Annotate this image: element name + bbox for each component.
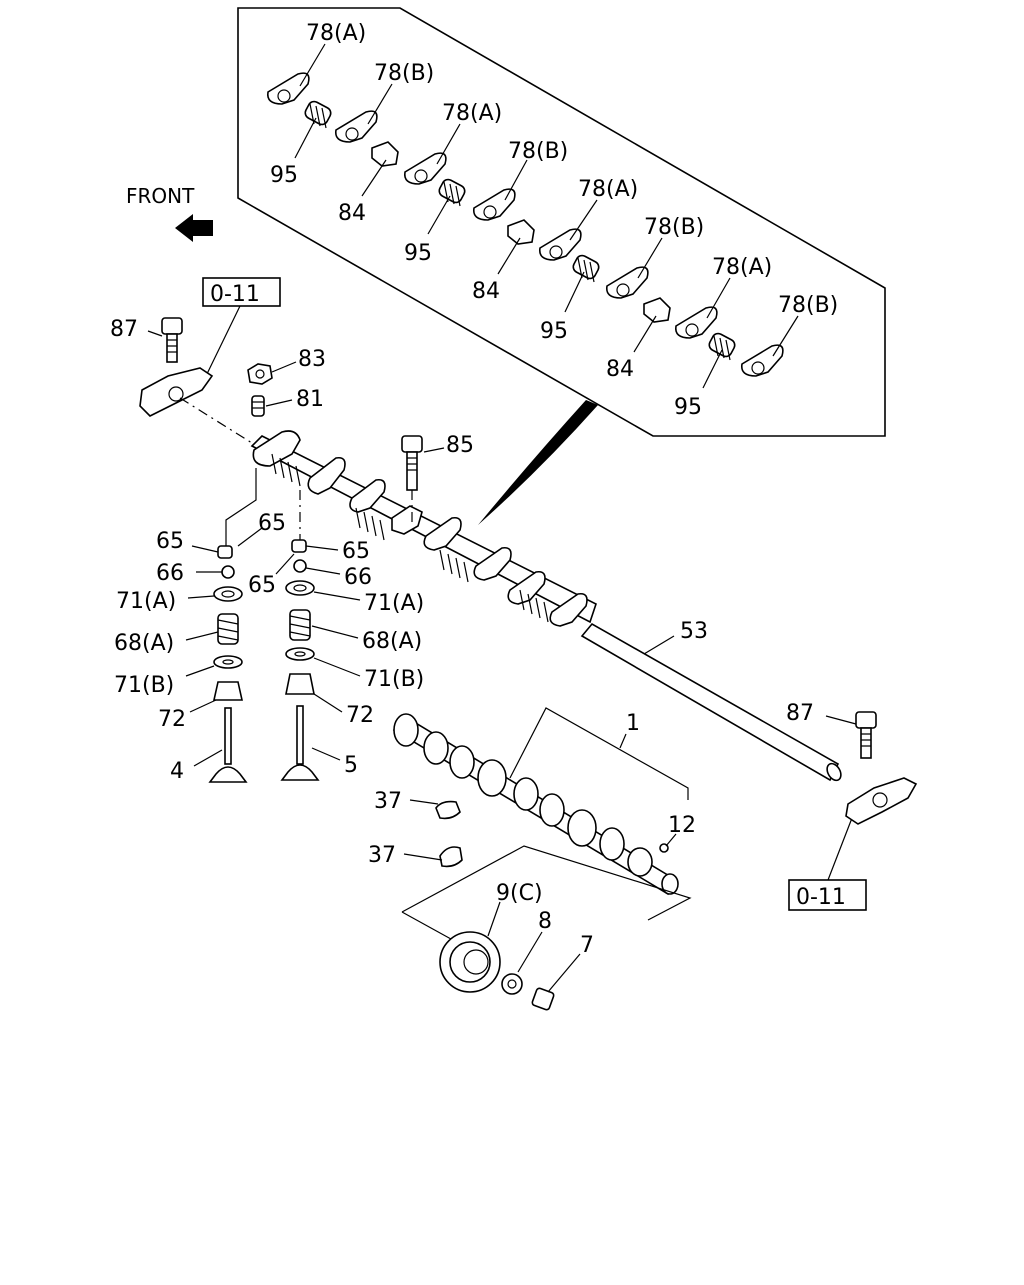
valve-seat-71b [285, 647, 315, 661]
valve-5-label: 5 [344, 753, 358, 778]
rocker-spring [708, 332, 736, 361]
rocker-bracket [507, 219, 535, 245]
front-label: FRONT [126, 184, 195, 208]
valve-collet-66 [293, 559, 307, 573]
valve-cap-65 [217, 545, 233, 559]
bearing-37-bottom-label: 37 [368, 843, 396, 868]
reference-box-label: 0-11 [796, 885, 846, 910]
bolt-85 [401, 435, 423, 491]
bearing-37-top-label: 37 [374, 789, 402, 814]
valve-cap-65 [291, 539, 307, 553]
rocker-shaft-assembly [250, 430, 597, 627]
rocker-arm [334, 110, 378, 143]
bolt-7-label: 7 [580, 933, 594, 958]
nut-83 [247, 363, 273, 385]
rocker-arm-label: 78(B) [644, 215, 704, 240]
valve-4 [208, 707, 248, 783]
left-spring-68a-label: 68(A) [114, 631, 174, 656]
bolt-87-right-label: 87 [786, 701, 814, 726]
valve-seat-71b [213, 655, 243, 669]
right-seat-71b-label: 71(B) [364, 667, 424, 692]
valve-spring-68a [217, 613, 239, 645]
nut-83-label: 83 [298, 347, 326, 372]
gear-9c [439, 931, 501, 993]
inset-leaders [294, 43, 799, 389]
rocker-arm-label: 78(B) [778, 293, 838, 318]
valve-seal-72 [285, 673, 315, 695]
rocker-bracket-label: 84 [606, 357, 634, 382]
left-cap-65-label: 65 [156, 529, 184, 554]
right-cap-65-label: 65 [342, 539, 370, 564]
top-cap-65-label: 65 [258, 511, 286, 536]
rocker-arm-label: 78(A) [712, 255, 772, 280]
left-seat-71b-label: 71(B) [114, 673, 174, 698]
right-collet-66-label: 66 [344, 565, 372, 590]
shaft-53-label: 53 [680, 619, 708, 644]
reference-box-label: 0-11 [210, 282, 260, 307]
reference-box: 0-11 [202, 277, 281, 307]
washer-8 [501, 973, 523, 995]
rocker-arm-label: 78(B) [374, 61, 434, 86]
screw-81 [251, 395, 265, 417]
shaft-53 [580, 622, 842, 782]
screw-81-label: 81 [296, 387, 324, 412]
rocker-spring-label: 95 [674, 395, 702, 420]
shaft-bracket-right [845, 777, 918, 825]
right-retainer-71a-label: 71(A) [364, 591, 424, 616]
rocker-arm [605, 266, 649, 299]
rocker-arm [740, 344, 784, 377]
rocker-bracket [643, 297, 671, 323]
pin-12-label: 12 [668, 813, 696, 838]
rocker-spring [304, 100, 332, 129]
left-retainer-71a-label: 71(A) [116, 589, 176, 614]
bolt-85-label: 85 [446, 433, 474, 458]
rocker-arm [472, 188, 516, 221]
valve-5 [280, 705, 320, 781]
rocker-arm [403, 152, 447, 185]
camshaft-1-label: 1 [626, 711, 640, 736]
left-collet-66-label: 66 [156, 561, 184, 586]
rocker-bracket-label: 84 [338, 201, 366, 226]
camshaft-1 [392, 713, 679, 896]
rocker-bracket-label: 84 [472, 279, 500, 304]
valve-spring-68a [289, 609, 311, 641]
washer-8-label: 8 [538, 909, 552, 934]
right-cap-65b-label: 65 [248, 573, 276, 598]
bolt-87-right [855, 711, 877, 759]
bearing-37 [435, 800, 461, 820]
rocker-spring-label: 95 [270, 163, 298, 188]
rocker-arm [266, 72, 310, 105]
rocker-arm [538, 228, 582, 261]
gear-9c-label: 9(C) [496, 881, 543, 906]
rocker-arm-label: 78(A) [578, 177, 638, 202]
bolt-7 [531, 987, 555, 1011]
bolt-87-left-label: 87 [110, 317, 138, 342]
rocker-spring-label: 95 [404, 241, 432, 266]
bearing-37 [439, 846, 463, 868]
rocker-arm [674, 306, 718, 339]
valve-retainer-71a [285, 580, 315, 596]
rocker-spring-label: 95 [540, 319, 568, 344]
front-arrow-icon [175, 214, 213, 242]
rocker-arm-label: 78(B) [508, 139, 568, 164]
valve-retainer-71a [213, 586, 243, 602]
right-seal-72-label: 72 [346, 703, 374, 728]
inset-pointer-arrow [478, 400, 598, 525]
right-spring-68a-label: 68(A) [362, 629, 422, 654]
rocker-bracket [371, 141, 399, 167]
rocker-spring [572, 254, 600, 283]
rocker-arm-label: 78(A) [306, 21, 366, 46]
shaft-bracket-left [139, 367, 214, 417]
rocker-spring [438, 178, 466, 207]
bolt-87-left [161, 317, 183, 363]
reference-box: 0-11 [788, 879, 867, 911]
rocker-arm-label: 78(A) [442, 101, 502, 126]
valve-collet-66 [221, 565, 235, 579]
left-seal-72-label: 72 [158, 707, 186, 732]
valve-seal-72 [213, 681, 243, 701]
inset-panel-outline [237, 7, 886, 437]
valve-4-label: 4 [170, 759, 184, 784]
